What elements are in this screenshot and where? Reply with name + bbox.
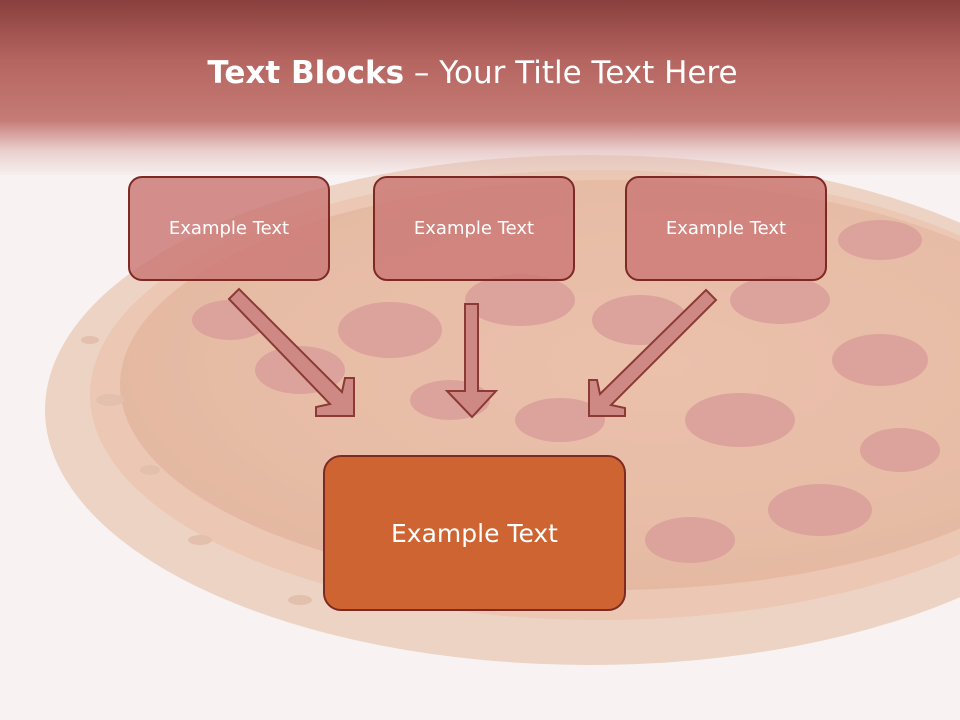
target-text-block[interactable]: Example Text [323, 455, 626, 611]
arrow-down-icon [444, 303, 499, 419]
slide-title: Text Blocks – Your Title Text Here [0, 55, 945, 91]
text-block-3[interactable]: Example Text [625, 176, 827, 281]
arrow-left-icon [227, 287, 355, 417]
text-block-2[interactable]: Example Text [373, 176, 575, 281]
slide-title-rest: – Your Title Text Here [404, 55, 738, 91]
slide-title-bold: Text Blocks [207, 55, 405, 91]
crust-spots [81, 336, 312, 605]
arrow-right-icon [588, 288, 718, 417]
title-band [0, 0, 960, 175]
text-block-1[interactable]: Example Text [128, 176, 330, 281]
